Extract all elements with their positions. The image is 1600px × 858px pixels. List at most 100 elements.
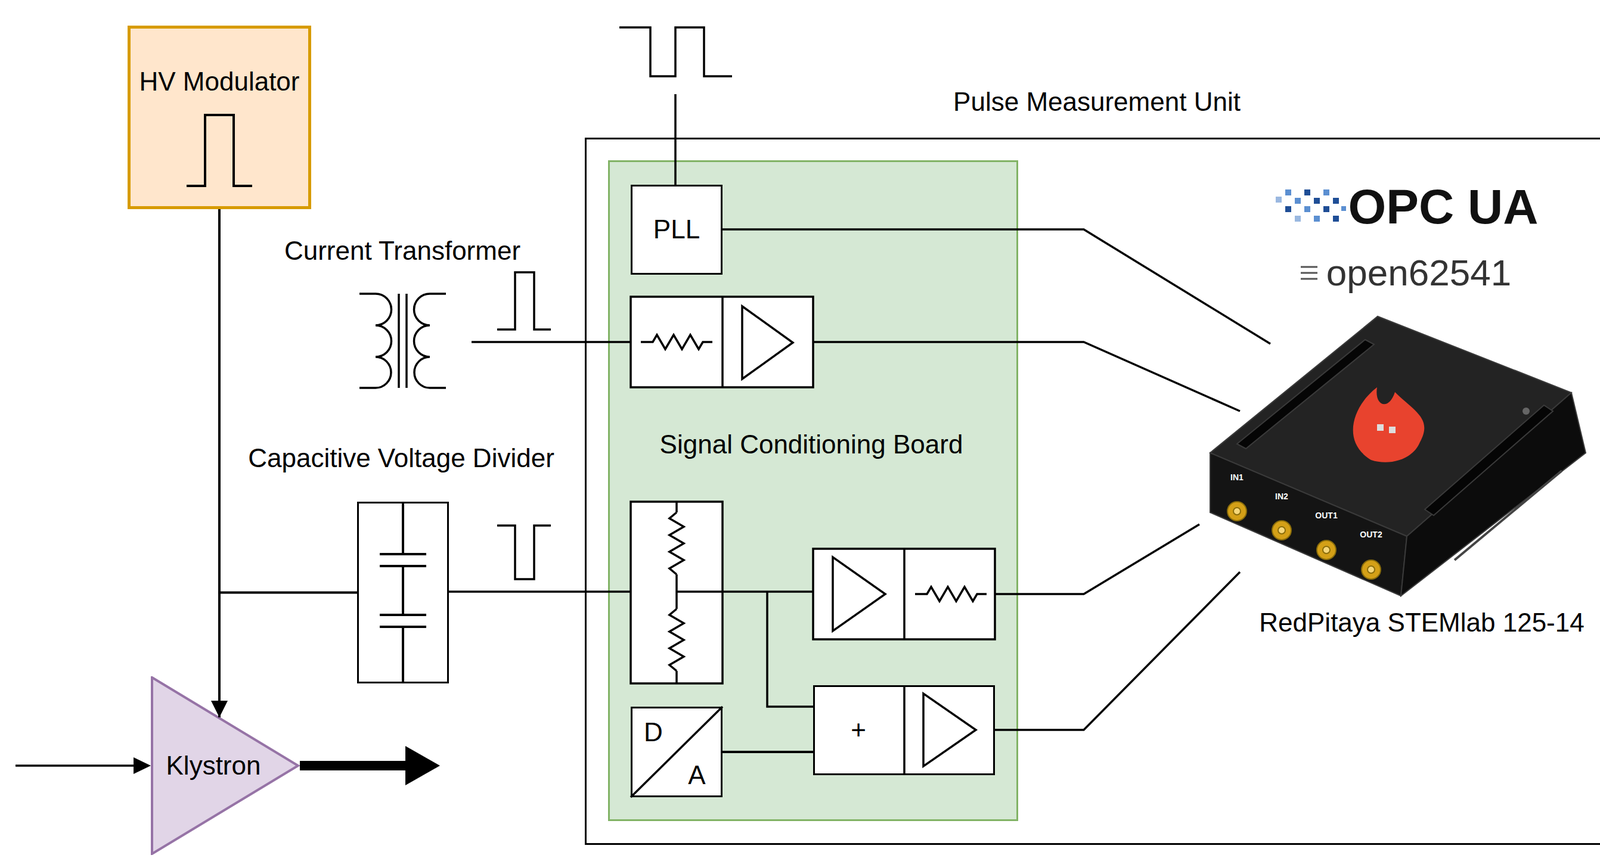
sma-connector [1272,521,1292,541]
transformer-core [405,293,408,389]
icon-line [1300,278,1318,281]
transformer-coil [359,293,392,389]
signal-wire [722,590,814,594]
divider-wire [675,671,678,684]
icon-dot [1275,196,1282,203]
sma-pin [1322,546,1330,554]
text-holder: Signal Conditioning Board [453,385,1170,505]
capacitor-plate [379,625,427,629]
resistor-symbol [640,335,713,350]
icon-dot [1332,197,1339,204]
text-holder: HV Modulator [0,22,578,142]
port-name: OUT1 [1315,510,1338,521]
capacitor-plate [379,553,427,556]
connector-line [722,751,814,754]
divider-wire [675,501,678,513]
icon-dot [1285,206,1292,213]
icon-dot [1294,197,1301,204]
capacitor-plate [379,565,427,568]
icon-dot [1323,189,1330,196]
text-holder: OPC UA [1085,147,1600,267]
text-holder: OUT2 [1013,475,1600,595]
icon-dot [1323,206,1330,213]
text-holder: Pulse Measurement Unit [739,42,1455,162]
klystron-triangle: Klystron [150,676,300,856]
logo-text: open62541 [1326,251,1512,294]
clock-wire [674,94,677,185]
box-divider [721,296,724,388]
node-label: Signal Conditioning Board [659,429,964,461]
signal-wire [448,590,631,594]
icon-dot [1313,197,1320,204]
divider-tap [676,590,723,594]
output-wire [994,524,1200,595]
capacitor-wire [401,627,405,684]
converter-diagonal [630,707,723,798]
device-side [1400,392,1586,597]
dac-box: DA [630,707,723,798]
node-label: PLL [653,214,700,246]
opc-icon [1275,189,1347,222]
sd-slot [1454,470,1562,561]
attenuator-amp-box [630,296,814,388]
amp-resistor-box [813,549,995,640]
output-wire [722,229,1271,344]
transformer-coil [414,293,447,389]
connector-line [219,209,358,594]
text-holder: Klystron [0,706,572,826]
icon-dot [1332,215,1339,222]
transformer-core [397,293,400,389]
text-holder: Current Transformer [44,191,761,311]
device-slot [1236,339,1375,449]
divider-wire [675,574,678,610]
divider-box: Capacitive Voltage Divider [357,501,449,684]
logo-detail [1388,426,1396,434]
pulse-symbol [497,525,551,580]
capacitor-wire [401,501,405,555]
sma-pin [1278,526,1286,535]
text-holder: RedPitaya STEMlab 125-14 [1064,563,1600,683]
pulse-symbol [497,272,551,330]
triangle-shape [152,677,299,855]
icon-dot [1313,215,1320,222]
icon-dot [1285,189,1292,196]
arrow-head [405,746,440,786]
component-label: Current Transformer [284,236,521,267]
input-wire [15,764,136,768]
board-region: Signal Conditioning BoardPLLDA+ [608,160,1019,822]
connector-line [218,209,221,718]
box-divider [903,685,906,776]
port-name: IN2 [1275,491,1289,502]
status-led [1522,407,1530,415]
output-wire [994,572,1240,731]
node-label: Klystron [166,751,262,782]
arrow-head [133,757,151,775]
triangle-outline [150,676,300,856]
capacitor-wire [401,566,405,616]
sma-connector [1227,501,1247,522]
capacitor-plate [379,614,427,617]
sma-connectors [1227,501,1381,580]
sma-pin [1367,566,1375,574]
icon-line [1300,266,1318,269]
device-label: RedPitaya STEMlab 125-14 [1259,608,1584,639]
text-holder: IN1 [879,417,1595,538]
text-holder: Capacitive Voltage Divider [43,398,759,519]
device-front [1210,453,1407,597]
icon-dot [1304,206,1311,213]
text-holder: OUT1 [968,456,1600,576]
pulse-symbol [186,115,253,186]
icon-dot [1341,206,1347,212]
sma-connector [1361,560,1381,580]
output-wire [813,342,1240,412]
resistor-symbol [669,609,684,672]
text-holder: open62541 [1061,213,1600,333]
node-label: HV Modulator [138,66,300,98]
device-top [1210,316,1572,537]
icon-dot [1294,215,1301,222]
text-holder: + [500,670,1217,790]
logo-text: OPC UA [1348,178,1539,235]
resistor-symbol [915,587,987,602]
box-divider [903,549,906,640]
